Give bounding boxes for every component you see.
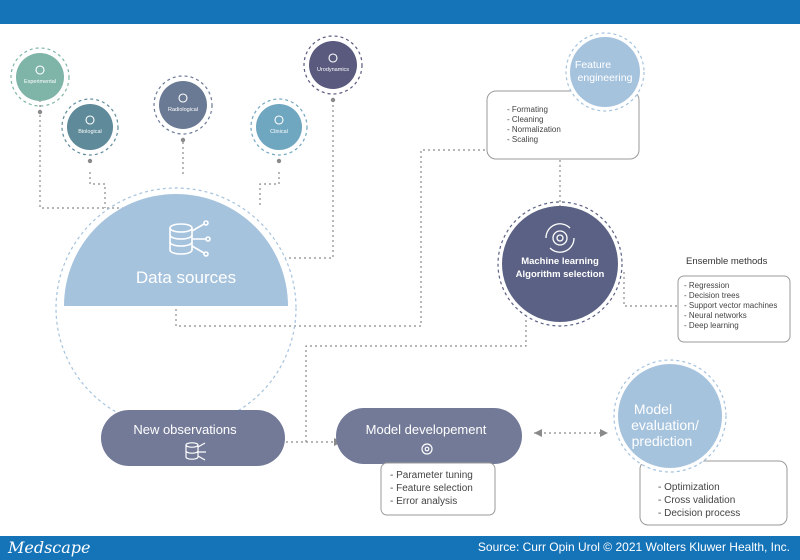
database-small-icon bbox=[185, 442, 206, 461]
connector-dot bbox=[330, 97, 336, 103]
gear-cycle-icon bbox=[545, 223, 575, 253]
heartbeat-icon bbox=[274, 115, 284, 125]
list-item: - Scaling bbox=[507, 135, 539, 144]
connector-biological bbox=[89, 172, 106, 208]
data-sources-label: Data sources bbox=[136, 268, 236, 287]
connector-clinical bbox=[259, 172, 280, 208]
database-icon bbox=[169, 220, 211, 257]
feature-engineering-title-2: engineering bbox=[578, 72, 633, 84]
source-node-label: Experimental bbox=[24, 79, 56, 85]
model-development-list: - Parameter tuning - Feature selection -… bbox=[390, 469, 473, 508]
source-credit: Source: Curr Opin Urol © 2021 Wolters Kl… bbox=[477, 540, 790, 554]
connector-experimental bbox=[39, 100, 200, 209]
source-node-experimental: Experimental bbox=[10, 47, 70, 115]
source-node-circle bbox=[256, 104, 302, 150]
list-item: - Cleaning bbox=[507, 115, 544, 124]
ml-selection-title-2: Algorithm selection bbox=[516, 269, 605, 280]
ensemble-list: - Regression - Decision trees - Support … bbox=[684, 281, 777, 331]
new-observations-node bbox=[101, 410, 285, 466]
source-node-ring bbox=[250, 98, 308, 156]
list-item: - Formating bbox=[507, 105, 548, 114]
connector-ml-to-ensemble bbox=[623, 272, 678, 307]
arrowhead-back bbox=[534, 429, 542, 437]
model-development-box bbox=[380, 462, 496, 516]
source-node-label: Radiological bbox=[168, 107, 198, 113]
arrowhead-eval bbox=[600, 429, 608, 437]
model-evaluation-title-3: prediction bbox=[632, 433, 693, 449]
data-sources-node bbox=[64, 194, 288, 306]
bottom-bar: Medscape Source: Curr Opin Urol © 2021 W… bbox=[0, 536, 800, 560]
connector-urodynamics bbox=[285, 100, 334, 259]
list-item: - Neural networks bbox=[684, 311, 747, 320]
target-cycle-icon bbox=[421, 443, 433, 455]
model-evaluation-title-1: Model bbox=[634, 401, 672, 417]
list-item: - Feature selection bbox=[390, 483, 473, 494]
source-node-biological: Biological bbox=[61, 98, 119, 164]
source-node-label: Biological bbox=[78, 129, 102, 135]
list-item: - Parameter tuning bbox=[390, 470, 473, 481]
list-item: - Regression bbox=[684, 281, 730, 290]
source-node-ring bbox=[10, 47, 70, 107]
connector-dot bbox=[87, 158, 93, 164]
source-node-clinical: Clinical bbox=[250, 98, 308, 164]
list-item: - Decision trees bbox=[684, 291, 740, 300]
list-item: - Decision process bbox=[658, 508, 741, 519]
source-node-label: Urodynamics bbox=[317, 67, 349, 73]
model-evaluation-box bbox=[639, 460, 788, 526]
feature-engineering-title-1: Feature bbox=[575, 59, 611, 71]
list-item: - Deep learning bbox=[684, 321, 739, 330]
source-node-urodynamics: Urodynamics bbox=[303, 35, 363, 103]
feature-engineering-node bbox=[570, 37, 640, 107]
connector-sources-to-feature bbox=[175, 149, 487, 327]
chart-icon bbox=[328, 53, 338, 63]
ml-selection-title-1: Machine learning bbox=[521, 256, 599, 267]
model-development-label: Model developement bbox=[366, 422, 487, 437]
source-node-circle bbox=[16, 53, 64, 101]
medscape-logo[interactable]: Medscape bbox=[8, 538, 91, 557]
list-item: - Error analysis bbox=[390, 496, 458, 507]
source-node-label: Clinical bbox=[270, 129, 288, 135]
ml-selection-ring bbox=[497, 201, 623, 327]
ensemble-box bbox=[677, 275, 791, 343]
source-node-ring bbox=[61, 98, 119, 156]
molecule-icon bbox=[85, 115, 95, 125]
ml-selection-node bbox=[502, 206, 618, 322]
list-item: - Optimization bbox=[658, 482, 720, 493]
source-node-circle bbox=[309, 41, 357, 89]
connector-dot bbox=[37, 109, 43, 115]
source-node-circle bbox=[67, 104, 113, 150]
connector-ml-to-newobs bbox=[305, 320, 527, 442]
list-item: - Cross validation bbox=[658, 495, 736, 506]
new-observations-label: New observations bbox=[133, 422, 237, 437]
source-node-ring bbox=[303, 35, 363, 95]
top-bar bbox=[0, 0, 800, 24]
model-evaluation-list: - Optimization - Cross validation - Deci… bbox=[658, 481, 740, 520]
source-node-radiological: Radiological bbox=[153, 75, 213, 143]
model-evaluation-node bbox=[618, 364, 722, 468]
connector-dot bbox=[180, 137, 186, 143]
feature-engineering-list: - Formating - Cleaning - Normalization -… bbox=[507, 105, 561, 145]
graduation-cap-icon bbox=[35, 65, 45, 75]
connector-dot bbox=[276, 158, 282, 164]
xray-icon bbox=[178, 93, 188, 103]
list-item: - Normalization bbox=[507, 125, 561, 134]
source-node-circle bbox=[159, 81, 207, 129]
model-evaluation-title-2: evaluation/ bbox=[631, 417, 699, 433]
list-item: - Support vector machines bbox=[684, 301, 778, 310]
model-development-node bbox=[336, 408, 522, 464]
ensemble-title: Ensemble methods bbox=[686, 256, 768, 267]
source-node-ring bbox=[153, 75, 213, 135]
